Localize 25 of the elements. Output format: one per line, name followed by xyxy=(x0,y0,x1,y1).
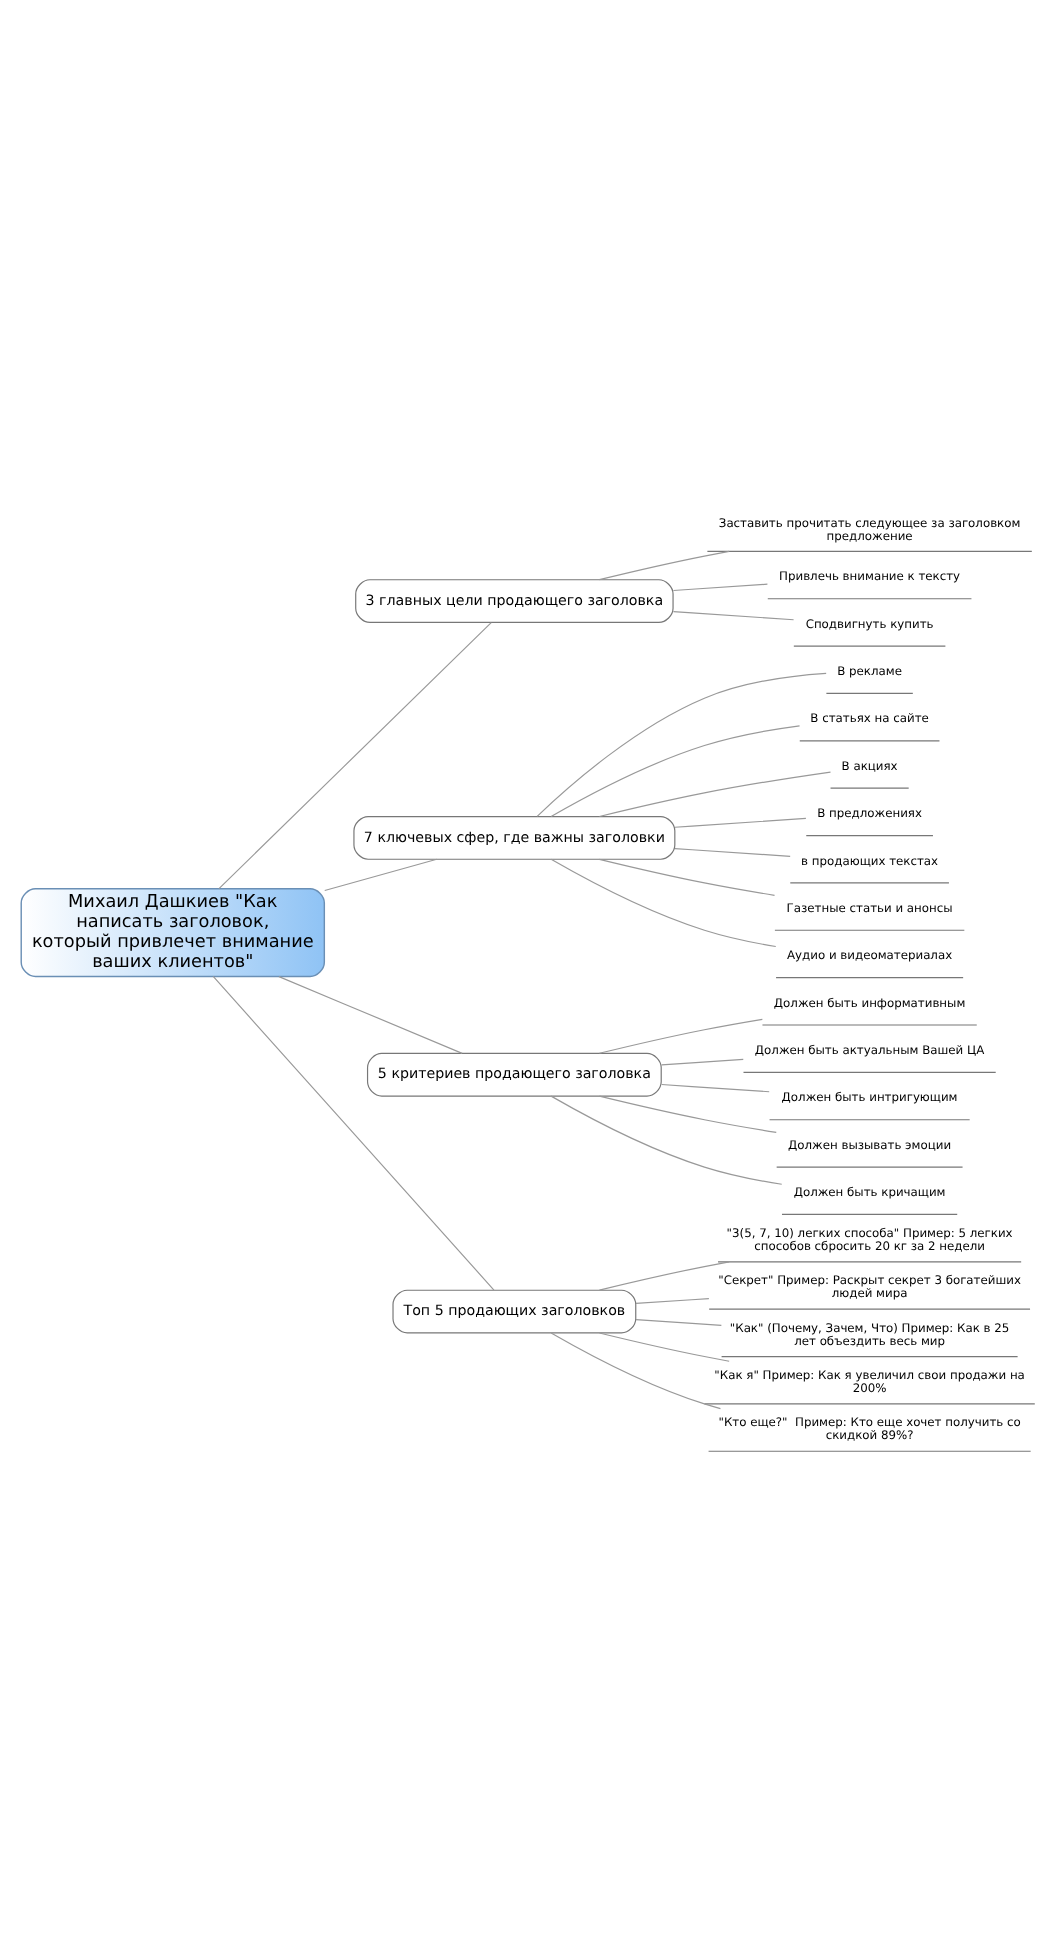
connector xyxy=(550,857,777,947)
connector xyxy=(550,724,801,817)
connector xyxy=(550,1094,783,1184)
connector xyxy=(598,549,730,580)
connector xyxy=(674,816,807,827)
connector xyxy=(598,770,832,817)
connector xyxy=(635,1318,722,1325)
node-box: Михаил Дашкиев "Как написать заголовок, который привлечет внимание ваших клиентов" xyxy=(20,887,326,977)
connector xyxy=(598,1331,730,1361)
connector xyxy=(278,975,463,1053)
connector xyxy=(672,610,795,620)
connector xyxy=(661,1057,744,1065)
connector xyxy=(598,1017,763,1053)
connector xyxy=(598,1094,777,1132)
connector xyxy=(661,1082,770,1092)
connector xyxy=(212,974,495,1290)
connector xyxy=(550,1331,722,1409)
connector xyxy=(598,857,776,895)
connector xyxy=(218,621,492,889)
connector xyxy=(598,1260,730,1290)
connector xyxy=(672,582,768,591)
connector xyxy=(674,847,791,856)
connector xyxy=(536,671,827,816)
connector xyxy=(324,857,438,891)
connector xyxy=(635,1296,710,1304)
